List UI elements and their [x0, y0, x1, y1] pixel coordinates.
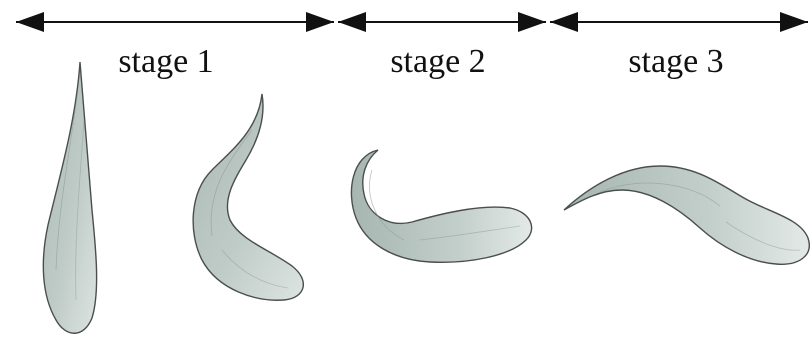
stage-2-label: stage 2 [390, 43, 485, 80]
bent-cell [193, 94, 303, 300]
elongated-wave-cell [564, 166, 809, 264]
stage-3-label: stage 3 [628, 43, 723, 80]
straight-cell [43, 62, 96, 333]
curled-cell [351, 150, 531, 262]
stage-1-label: stage 1 [118, 43, 213, 80]
